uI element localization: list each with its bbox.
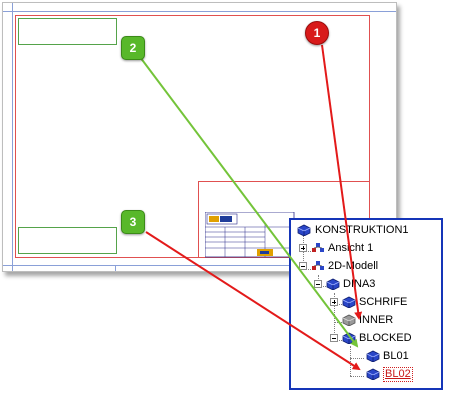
- structure-tree-panel: KONSTRUKTION1 Ansicht 1 2D-Modell: [289, 218, 443, 390]
- cube-stack-icon: [297, 224, 311, 236]
- expand-toggle[interactable]: [330, 298, 338, 306]
- callout-badge-1: 1: [305, 21, 329, 45]
- tree-item-ansicht-1[interactable]: Ansicht 1: [295, 240, 441, 256]
- collapse-toggle[interactable]: [314, 280, 322, 288]
- blue-cube-icon: [366, 368, 380, 380]
- tree-item-label: DINA3: [343, 278, 376, 290]
- block-box-top[interactable]: [18, 18, 117, 45]
- expand-toggle[interactable]: [299, 244, 307, 252]
- tree-item-label: Ansicht 1: [328, 242, 374, 254]
- tree-item-label-selected: BL02: [383, 367, 413, 382]
- tree-item-inner[interactable]: INNER: [327, 312, 441, 328]
- blue-cube-icon: [366, 350, 380, 362]
- tree-item-bl01[interactable]: BL01: [349, 348, 441, 364]
- blue-cube-icon: [342, 332, 356, 344]
- tree-item-label: 2D-Modell: [328, 260, 379, 272]
- block-box-bottom[interactable]: [18, 227, 117, 254]
- tree-item-label: INNER: [359, 314, 394, 326]
- title-block: [205, 212, 295, 258]
- callout-badge-2: 2: [121, 36, 145, 60]
- tree-item-label: SCHRIFE: [359, 296, 408, 308]
- blue-cube-icon: [342, 296, 356, 308]
- sheet-margin-left: [12, 3, 13, 271]
- tree-item-schrife[interactable]: SCHRIFE: [327, 294, 441, 310]
- sheet-tick: [115, 265, 116, 271]
- grey-cube-icon: [342, 314, 356, 326]
- tree-item-blocked[interactable]: BLOCKED: [327, 330, 441, 346]
- tree-connector: [350, 376, 364, 377]
- tree-item-dina3[interactable]: DINA3: [311, 276, 441, 292]
- tree-item-2d-modell[interactable]: 2D-Modell: [295, 258, 441, 274]
- blue-cube-icon: [326, 278, 340, 290]
- tree-item-bl02[interactable]: BL02: [349, 366, 441, 382]
- tree-item-label: BL01: [383, 350, 409, 362]
- sheet-margin-top: [3, 11, 396, 12]
- tree-item-label: BLOCKED: [359, 332, 412, 344]
- collapse-toggle[interactable]: [330, 334, 338, 342]
- callout-badge-3: 3: [121, 210, 145, 234]
- tree-item-label: KONSTRUKTION1: [315, 224, 409, 236]
- collapse-toggle[interactable]: [299, 262, 307, 270]
- view-node-icon: [312, 243, 324, 252]
- view-node-icon: [312, 261, 324, 270]
- tree-item-konstruktion1[interactable]: KONSTRUKTION1: [295, 222, 441, 238]
